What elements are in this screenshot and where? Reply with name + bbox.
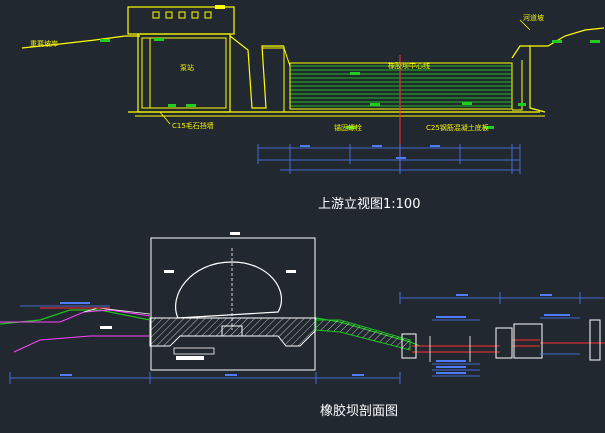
left-bank-line [21, 35, 140, 49]
elevation-title: 上游立视图1:100 [318, 197, 420, 212]
pump-house-label: 泵站 [180, 63, 194, 72]
level-tags [100, 38, 600, 129]
upstream-bank [0, 309, 151, 325]
pump-house-body [137, 33, 231, 113]
elevation-view: 重要坡岸 泵站 橡胶坝中心线 河道坡 C15毛石挡墙 锚固螺栓 C25钢筋混凝土… [21, 5, 605, 212]
masonry-wall-label: C15毛石挡墙 [172, 121, 214, 130]
dam-center-label: 橡胶坝中心线 [388, 61, 430, 70]
section-view: 橡胶坝剖面图 [0, 232, 605, 419]
section-frame [150, 237, 316, 371]
concrete-base-slab [149, 317, 317, 347]
rebar-details [412, 339, 605, 353]
right-bank-line [530, 27, 605, 47]
rubber-dam-lines [290, 65, 512, 107]
anchor-label: 锚固螺栓 [334, 123, 362, 132]
pump-house-roof [127, 6, 235, 35]
section-title: 橡胶坝剖面图 [320, 403, 398, 419]
left-bank-label: 重要坡岸 [30, 39, 58, 48]
section-dimensions [9, 292, 604, 384]
elevation-dimensions [257, 144, 521, 174]
rubber-dam-bag [175, 261, 283, 319]
right-bank-label: 河道坡 [523, 13, 544, 22]
base-slab-label: C25钢筋混凝土底板 [426, 123, 489, 132]
